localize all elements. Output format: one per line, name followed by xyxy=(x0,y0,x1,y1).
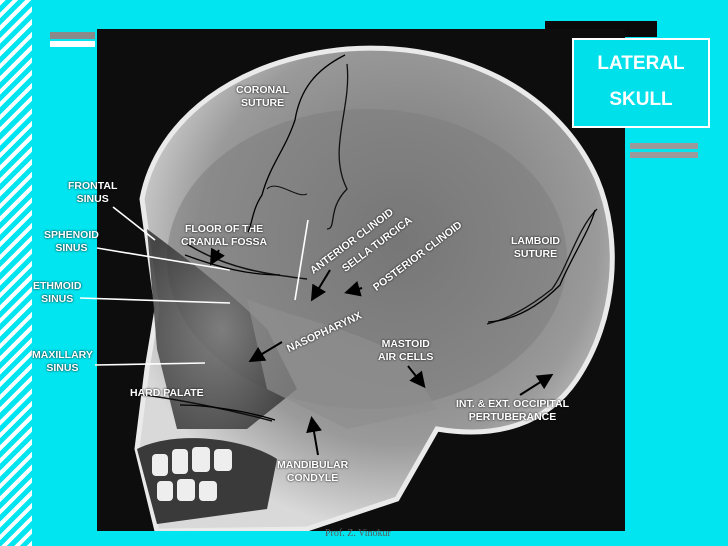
top-bar xyxy=(50,32,95,39)
hard-palate-line xyxy=(179,404,276,421)
skull-xray-drawing xyxy=(134,45,615,531)
label-hard-palate: HARD PALATE xyxy=(130,387,204,399)
decorative-stripes xyxy=(0,0,32,546)
teeth xyxy=(152,447,232,501)
line-frontal-sinus xyxy=(112,206,156,241)
label-sphenoid-sinus: SPHENOID SINUS xyxy=(44,229,99,254)
line-maxillary-sinus xyxy=(94,362,206,366)
line-sphenoid-sinus xyxy=(96,247,231,271)
arrow-nasopharynx xyxy=(248,341,283,363)
arrow-floor-fossa xyxy=(209,247,225,266)
title-line-1: LATERAL xyxy=(597,53,685,74)
right-mid-bar-2 xyxy=(630,152,698,158)
label-mandibular-condyle: MANDIBULAR CONDYLE xyxy=(277,459,349,484)
arrow-posterior-clinoid xyxy=(344,281,363,297)
xray-image xyxy=(97,29,625,531)
label-ethmoid-sinus: ETHMOID SINUS xyxy=(33,280,82,305)
lamboid-suture-line xyxy=(487,209,596,323)
top-bar-white xyxy=(50,41,95,47)
coronal-suture-line xyxy=(247,54,346,233)
line-floor-cranial-fossa xyxy=(294,219,309,301)
arrow-mandibular-condyle xyxy=(306,416,322,456)
right-mid-bar xyxy=(630,143,698,149)
arrow-occipital xyxy=(519,373,554,396)
label-lamboid-suture: LAMBOID SUTURE xyxy=(511,235,560,260)
label-coronal-suture: CORONAL SUTURE xyxy=(236,84,290,109)
label-maxillary-sinus: MAXILLARY SINUS xyxy=(32,349,93,374)
cranial-fossa-line xyxy=(184,254,281,276)
label-frontal-sinus: FRONTAL SINUS xyxy=(68,180,118,205)
title-line-2: SKULL xyxy=(609,89,673,110)
arrow-mastoid xyxy=(407,365,426,389)
label-occipital: INT. & EXT. OCCIPITAL PERTUBERANCE xyxy=(456,398,569,423)
title-box: LATERAL SKULL xyxy=(572,38,710,128)
footer-credit: Prof. Z. Vinokur xyxy=(325,528,391,539)
arrow-anterior-clinoid xyxy=(310,269,331,302)
label-mastoid-air-cells: MASTOID AIR CELLS xyxy=(378,338,434,363)
label-floor-cranial-fossa: FLOOR OF THE CRANIAL FOSSA xyxy=(181,223,268,248)
line-ethmoid-sinus xyxy=(79,297,231,304)
